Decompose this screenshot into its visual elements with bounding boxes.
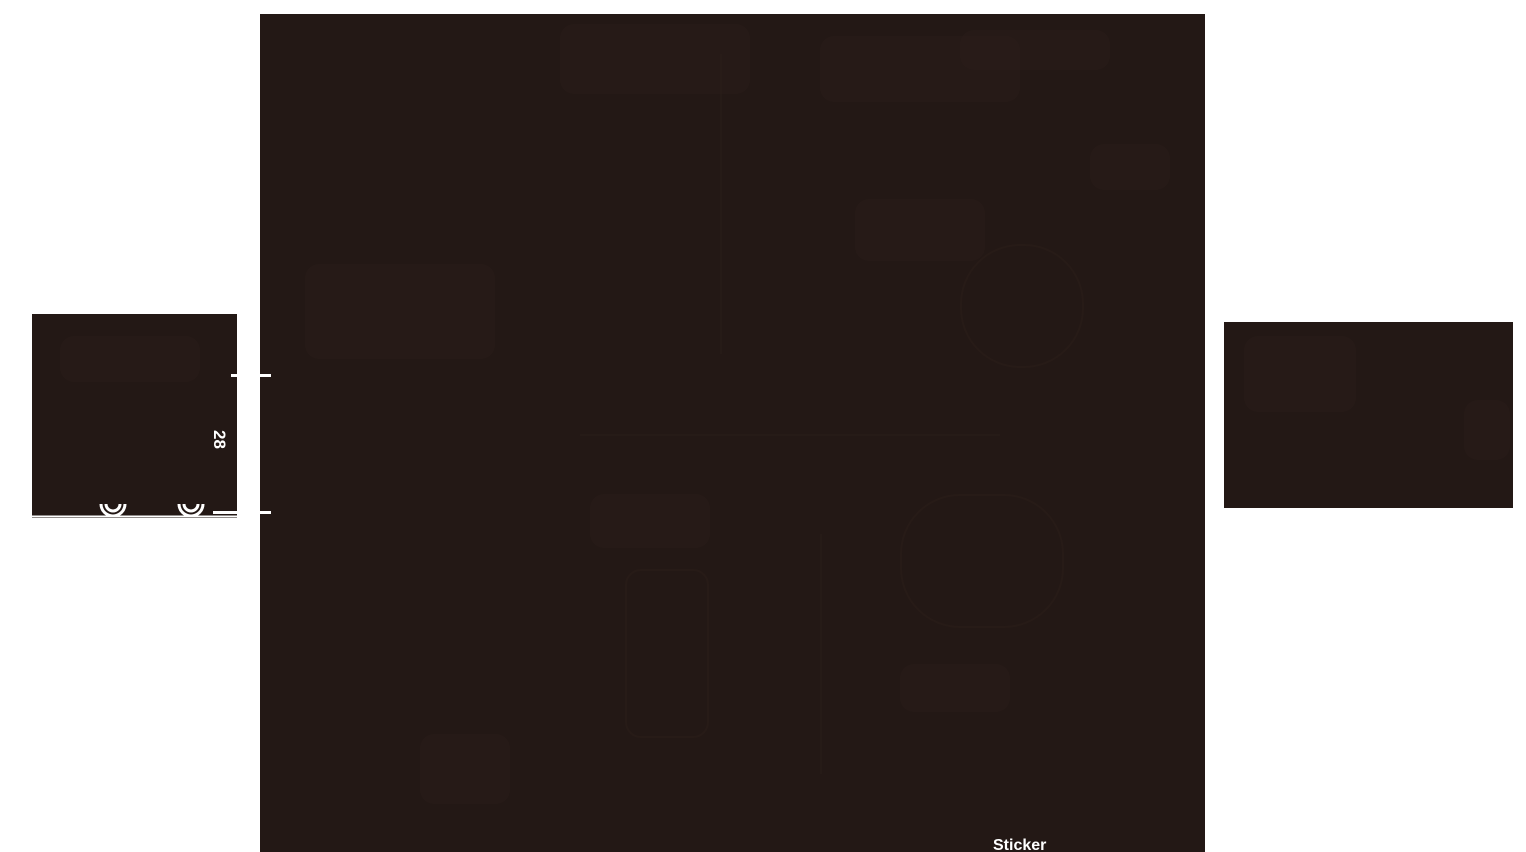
ghost-shape-top-left: [560, 24, 750, 94]
ghost-shape-right-detail-a: [1244, 336, 1356, 412]
ghost-shape-lower-center: [590, 494, 710, 548]
left-detail-panel: [32, 314, 237, 518]
ghost-shape-mid-left: [305, 264, 495, 359]
ghost-centerline-lower: [820, 534, 822, 774]
main-view-panel: [260, 14, 1204, 852]
ghost-shape-top-center: [820, 36, 1020, 102]
ghost-shape-upper-right: [1090, 144, 1170, 190]
ghost-centerline-horizontal: [580, 434, 1000, 436]
ghost-shape-right-detail-b: [1464, 400, 1510, 460]
ghost-outline-circle: [960, 244, 1084, 368]
ghost-outline-column: [625, 569, 709, 738]
ghost-shape-mid-upper: [855, 199, 985, 261]
ghost-shape-bottom-left: [420, 734, 510, 804]
dimension-arrowhead-top: [248, 377, 258, 394]
ghost-centerline-vertical: [720, 54, 722, 354]
ghost-shape-left-detail: [60, 336, 200, 382]
dimension-arrowhead-bottom: [248, 494, 258, 511]
sticker-label: Sticker: [993, 837, 1047, 852]
dimension-value-label: 28: [210, 430, 229, 449]
ghost-shape-lower-right: [900, 664, 1010, 712]
main-panel-right-edge: [1203, 14, 1205, 852]
right-detail-panel: [1224, 322, 1513, 508]
ghost-outline-round: [900, 494, 1064, 628]
ghost-shape-top-right: [960, 30, 1110, 70]
